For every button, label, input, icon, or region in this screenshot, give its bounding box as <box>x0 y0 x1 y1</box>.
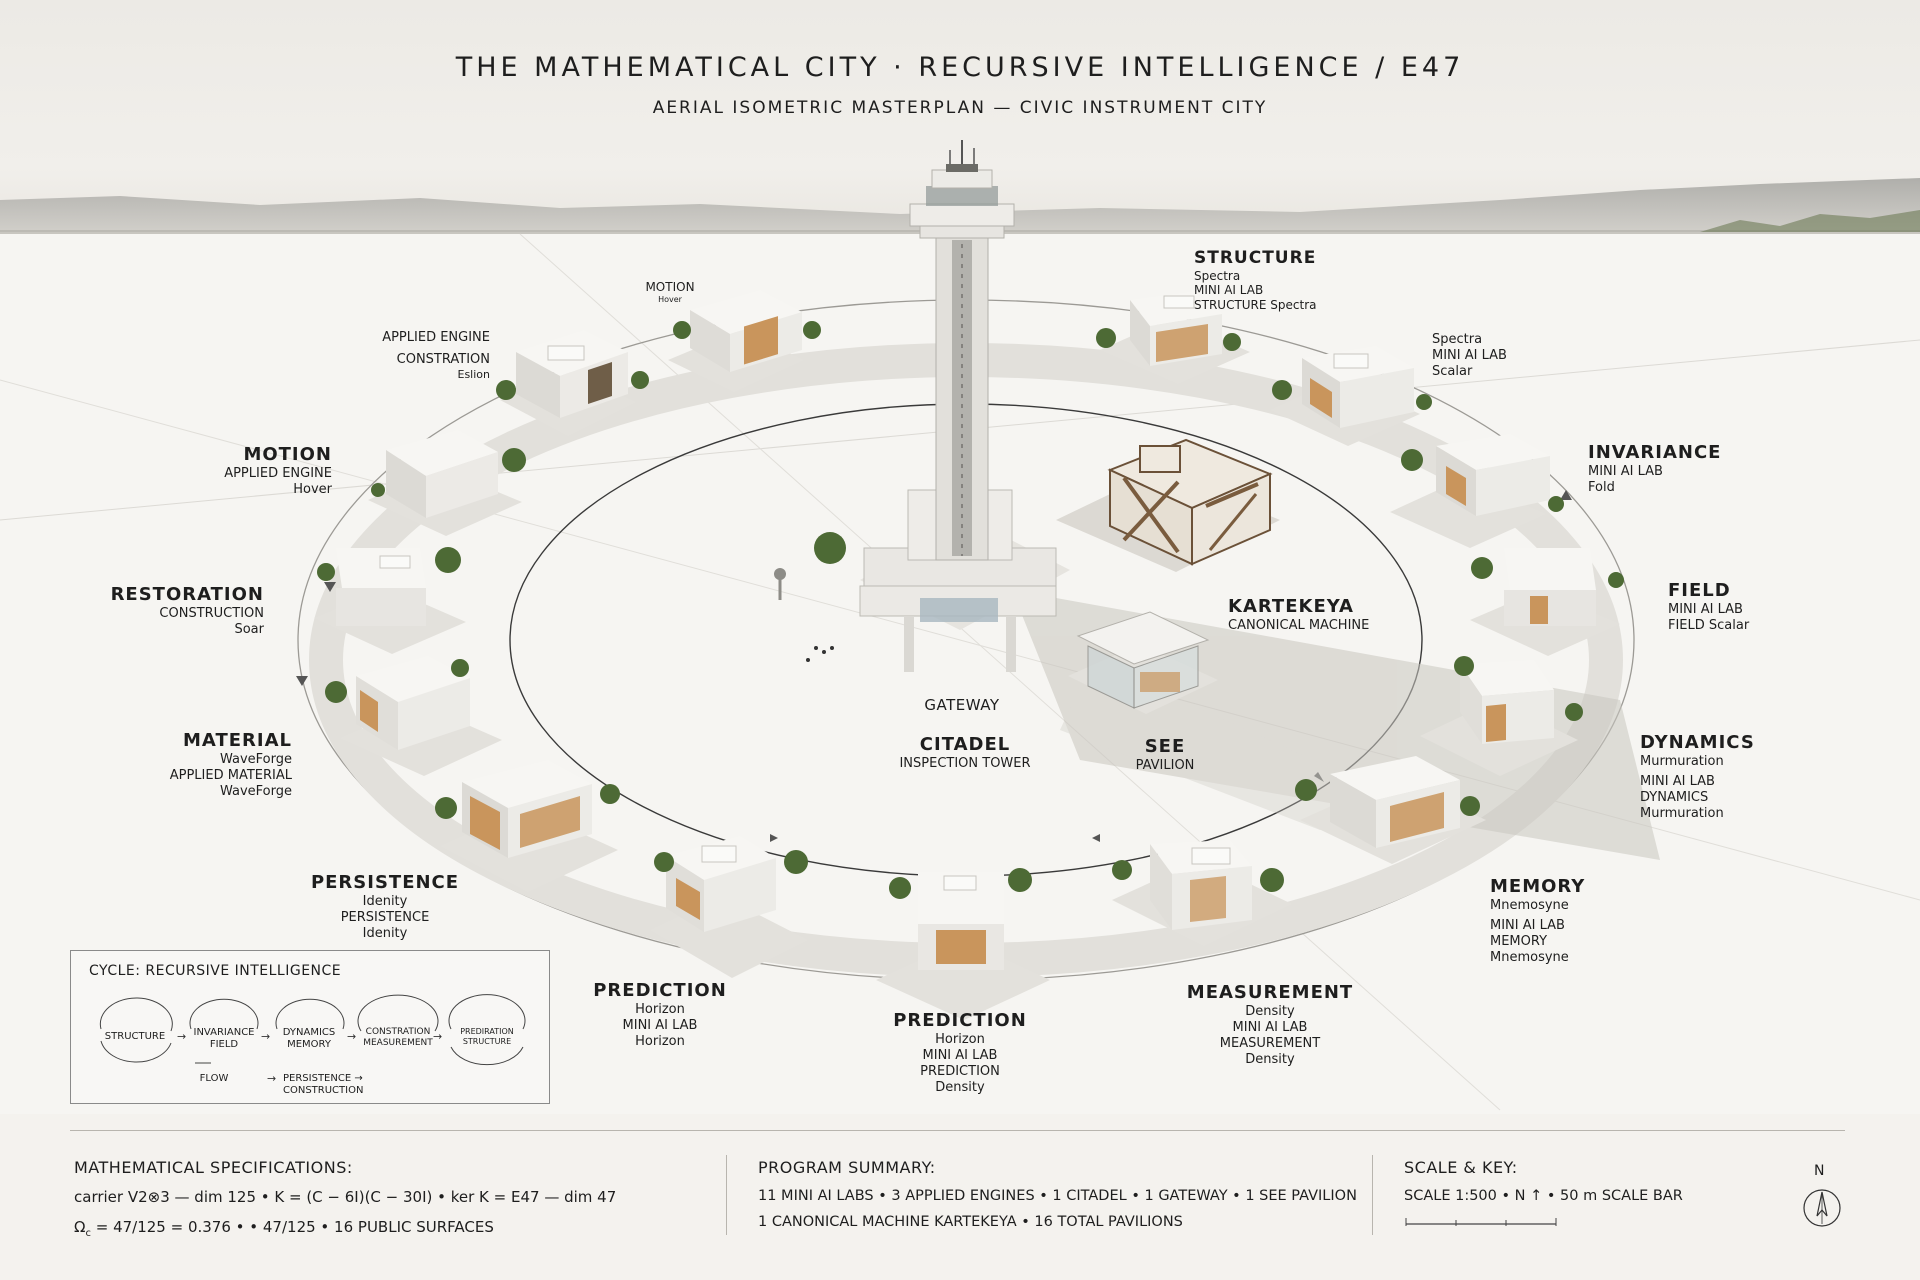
footer-divider <box>70 1130 1845 1131</box>
north-label: N <box>1814 1163 1825 1179</box>
cycle-arrows: → → → → → <box>99 994 526 1085</box>
pavilion-applied-engine-tl <box>496 330 649 436</box>
footer-separator <box>1372 1155 1373 1235</box>
label-applied-engine-tl: APPLIED ENGINE CONSTRATION Eslion <box>382 330 490 381</box>
page-title: THE MATHEMATICAL CITY · RECURSIVE INTELL… <box>455 52 1465 83</box>
pavilion-persistence <box>435 760 620 892</box>
label-measurement: MEASUREMENT Density MINI AI LAB MEASUREM… <box>1186 982 1354 1067</box>
cycle-node-structure: STRUCTURE <box>104 1031 166 1042</box>
label-structure: STRUCTURE Spectra MINI AI LAB STRUCTURE … <box>1194 248 1317 312</box>
label-prediction-center: PREDICTION Horizon MINI AI LAB PREDICTIO… <box>893 1010 1027 1095</box>
svg-text:→: → <box>267 1072 276 1085</box>
cycle-node-persistence-construction: PERSISTENCE → CONSTRUCTION <box>283 1073 364 1096</box>
cycle-node-prediction-structure: PREDIRATION STRUCTURE <box>460 1027 514 1046</box>
pavilion-motion <box>368 430 526 536</box>
program-summary-line-1: 11 MINI AI LABS • 3 APPLIED ENGINES • 1 … <box>758 1188 1357 1204</box>
math-specs-title: MATHEMATICAL SPECIFICATIONS: <box>74 1158 353 1177</box>
scale-bar <box>1405 1218 1557 1226</box>
pavilion-dynamics <box>1420 656 1583 776</box>
label-invariance: INVARIANCE MINI AI LAB Fold <box>1588 442 1722 495</box>
pavilion-structure <box>1096 290 1250 384</box>
cycle-node-invariance-field: INVARIANCE FIELD <box>193 1027 255 1050</box>
label-persistence: PERSISTENCE Idenity PERSISTENCE Idenity <box>310 872 460 941</box>
svg-text:→: → <box>347 1030 356 1043</box>
label-motion: MOTION APPLIED ENGINE Hover <box>224 444 332 497</box>
label-motion-top: MOTION Hover <box>645 280 695 304</box>
pavilion-field <box>1470 548 1624 656</box>
svg-text:→: → <box>261 1030 270 1043</box>
pavilion-motion-top <box>668 290 821 392</box>
pavilion-spectra <box>1270 346 1432 446</box>
program-summary-line-2: 1 CANONICAL MACHINE KARTEKEYA • 16 TOTAL… <box>758 1214 1183 1230</box>
label-field: FIELD MINI AI LAB FIELD Scalar <box>1668 580 1750 633</box>
svg-text:→: → <box>433 1030 442 1043</box>
page-subtitle: AERIAL ISOMETRIC MASTERPLAN — CIVIC INST… <box>652 98 1268 118</box>
pavilion-memory <box>1295 756 1486 864</box>
label-gateway: GATEWAY <box>924 696 1000 714</box>
label-material: MATERIAL WaveForge APPLIED MATERIAL Wave… <box>169 730 292 799</box>
cycle-title: CYCLE: RECURSIVE INTELLIGENCE <box>89 963 342 979</box>
math-specs-line-1: carrier V2⊗3 — dim 125 • K = (C − 6I)(C … <box>74 1188 617 1206</box>
pavilion-prediction-center <box>876 868 1050 1020</box>
pavilion-prediction-left <box>650 836 808 978</box>
cycle-node-flow: FLOW <box>199 1073 229 1084</box>
label-citadel: CITADEL INSPECTION TOWER <box>899 734 1031 771</box>
label-restoration: RESTORATION CONSTRUCTION Soar <box>110 584 264 637</box>
label-dynamics: DYNAMICS Murmuration MINI AI LAB DYNAMIC… <box>1640 732 1755 821</box>
label-prediction-left: PREDICTION Horizon MINI AI LAB Horizon <box>593 980 727 1049</box>
pavilion-invariance <box>1390 434 1564 548</box>
kartekeya-canonical-machine <box>1056 438 1280 572</box>
cycle-diagram: CYCLE: RECURSIVE INTELLIGENCE → → → → → … <box>70 950 550 1104</box>
scale-key-line: SCALE 1:500 • N ↑ • 50 m SCALE BAR <box>1404 1188 1683 1204</box>
pavilion-restoration <box>314 547 466 654</box>
label-kartekeya: KARTEKEYA CANONICAL MACHINE <box>1228 596 1370 633</box>
program-summary-title: PROGRAM SUMMARY: <box>758 1158 936 1177</box>
distant-hills <box>0 178 1920 232</box>
label-see-pavilion: SEE PAVILION <box>1135 736 1195 773</box>
label-spectra: Spectra MINI AI LAB Scalar <box>1432 332 1507 379</box>
scale-key-title: SCALE & KEY: <box>1404 1158 1518 1177</box>
cycle-node-construction-measurement: CONSTRATION MEASUREMENT <box>363 1027 433 1048</box>
pavilion-material <box>325 656 502 776</box>
cycle-node-dynamics-memory: DYNAMICS MEMORY <box>282 1027 336 1050</box>
pavilion-measurement <box>1112 840 1292 946</box>
math-specs-line-2: Ωc = 47/125 = 0.376 • • 47/125 • 16 PUBL… <box>74 1218 494 1239</box>
footer-separator <box>726 1155 727 1235</box>
citadel-tower <box>774 140 1070 672</box>
compass-icon <box>1803 1189 1841 1227</box>
label-memory: MEMORY Mnemosyne MINI AI LAB MEMORY Mnem… <box>1490 876 1586 965</box>
svg-text:→: → <box>177 1030 186 1043</box>
see-pavilion <box>1068 611 1218 714</box>
treeline <box>1700 210 1920 232</box>
